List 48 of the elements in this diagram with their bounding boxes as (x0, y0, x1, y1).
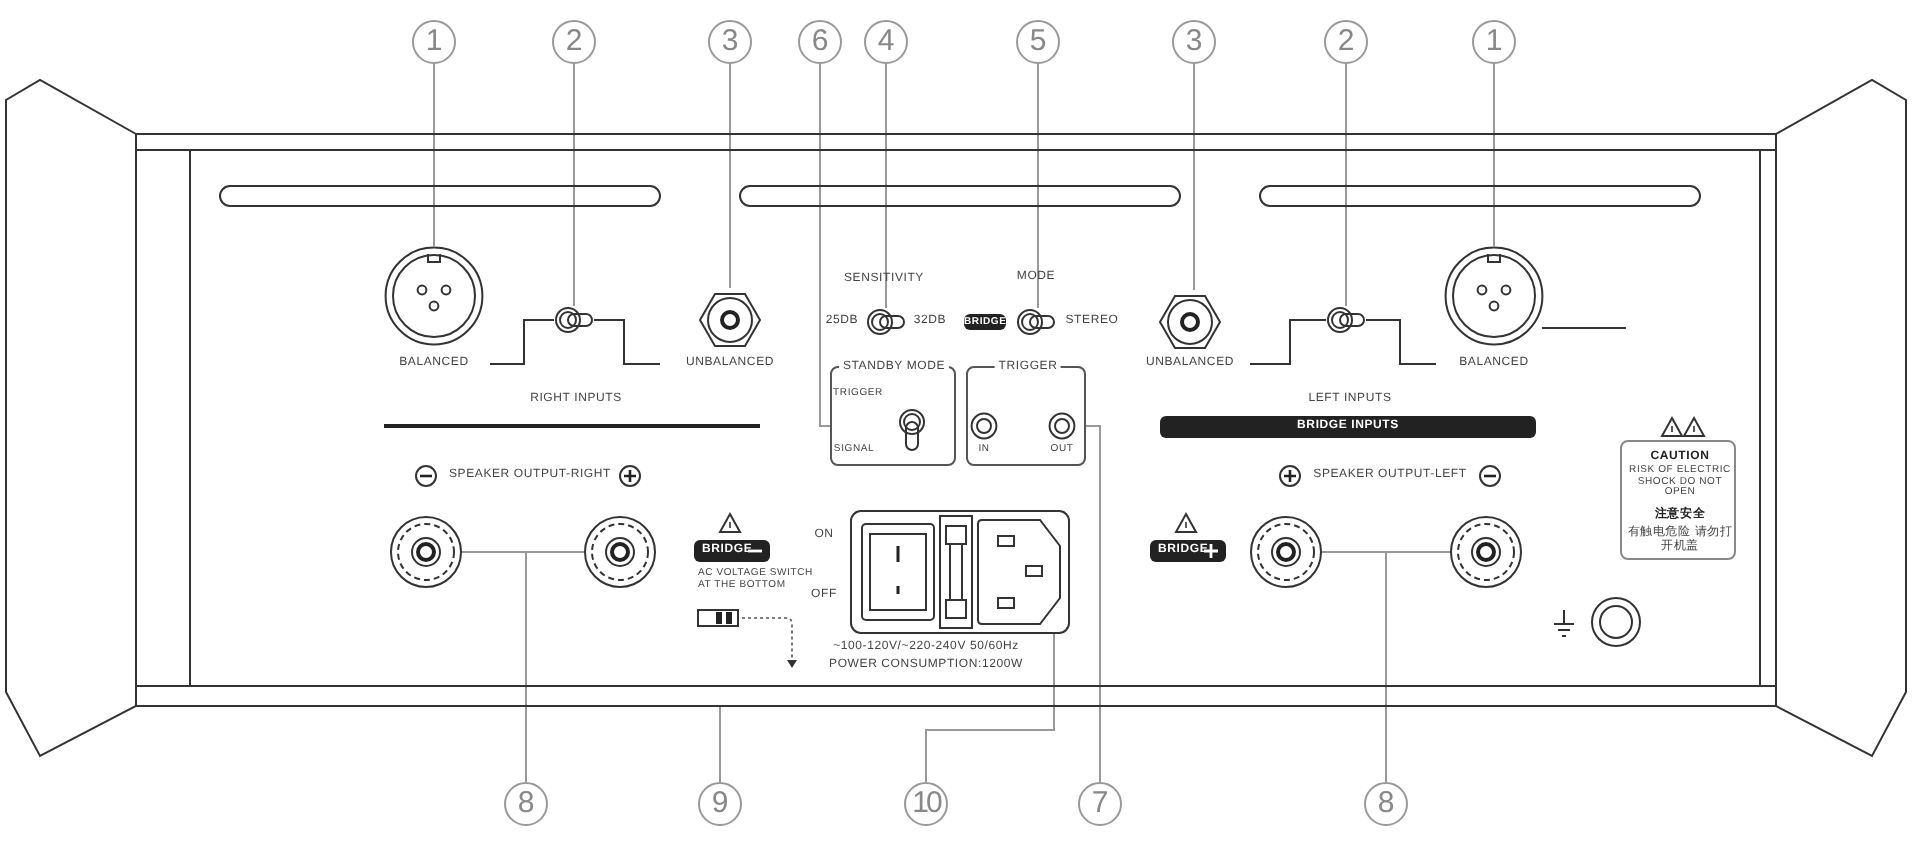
rca-jack (1158, 290, 1222, 354)
toggle-switch (1016, 308, 1056, 336)
leader-line (1385, 551, 1387, 783)
leader-line (461, 551, 585, 553)
leader-line (719, 705, 721, 783)
leader-line (1085, 425, 1101, 783)
bridge-badge (694, 540, 770, 562)
toggle-switch (554, 306, 594, 334)
callout-number: 8 (1364, 782, 1408, 826)
xlr-connector (384, 246, 484, 346)
binding-post (584, 516, 656, 588)
leader-line (1493, 63, 1495, 247)
control-panel (830, 366, 956, 466)
callout-number: 1 (412, 20, 456, 64)
leader-line (925, 633, 1055, 783)
control-panel (966, 366, 1086, 466)
toggle-switch (866, 308, 906, 336)
xlr-connector (1444, 246, 1544, 346)
power-inlet (850, 510, 1070, 634)
leader-line (885, 63, 887, 309)
callout-number: 3 (1172, 20, 1216, 64)
leader-line (1193, 63, 1195, 291)
callout-number: 1 (1472, 20, 1516, 64)
callout-number: 8 (504, 782, 548, 826)
callout-number: 2 (552, 20, 596, 64)
leader-line (819, 63, 831, 427)
binding-post (1250, 516, 1322, 588)
leader-line (1345, 63, 1347, 307)
rca-jack (698, 288, 762, 352)
leader-line (573, 63, 575, 307)
leader-line (525, 551, 527, 783)
callout-number: 6 (798, 20, 842, 64)
callout-number: 9 (698, 782, 742, 826)
callout-number: 2 (1324, 20, 1368, 64)
toggle-switch (1326, 306, 1366, 334)
leader-line (1037, 63, 1039, 309)
leader-line (433, 63, 435, 247)
callout-number: 5 (1016, 20, 1060, 64)
callout-number: 4 (864, 20, 908, 64)
callout-number: 3 (708, 20, 752, 64)
binding-post (1450, 516, 1522, 588)
caution-label (1620, 440, 1736, 560)
leader-line (729, 63, 731, 289)
binding-post (390, 516, 462, 588)
leader-line (1321, 551, 1451, 553)
callout-number: 7 (1078, 782, 1122, 826)
bridge-badge (1150, 540, 1226, 562)
callout-number: 10 (904, 782, 948, 826)
